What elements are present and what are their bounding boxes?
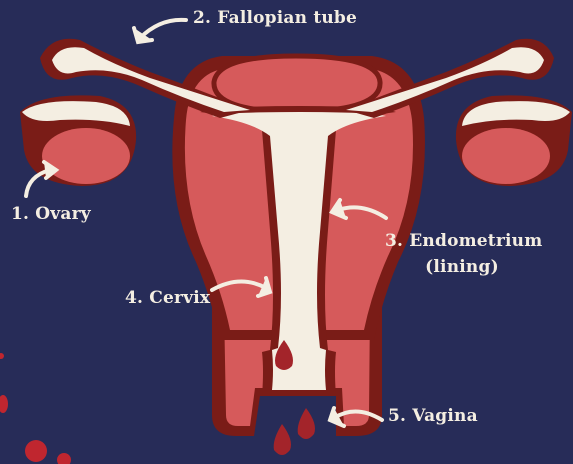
label-fallopian-tube: 2. Fallopian tube [193, 9, 357, 29]
label-cervix: 4. Cervix [125, 289, 210, 309]
label-endometrium: 3. Endometrium (lining) [385, 232, 539, 277]
label-vagina: 5. Vagina [388, 407, 478, 427]
decorative-dots [0, 353, 71, 464]
label-endometrium-line1: 3. Endometrium [385, 232, 539, 252]
arrow-fallopian [140, 20, 186, 38]
label-endometrium-line2: (lining) [385, 258, 539, 278]
ovary-right [456, 95, 572, 186]
label-ovary: 1. Ovary [11, 205, 91, 225]
ovary-left [20, 95, 136, 186]
